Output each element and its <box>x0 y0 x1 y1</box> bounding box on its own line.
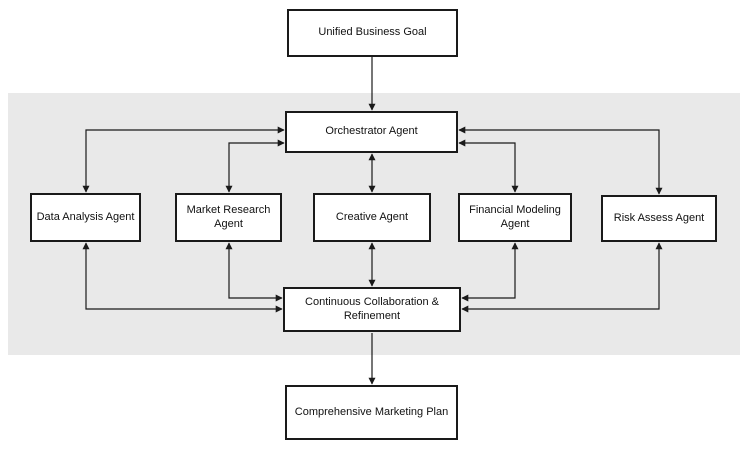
node-label: Financial Modeling Agent <box>469 204 561 230</box>
edge-orchestrator-risk-assess <box>458 126 663 195</box>
node-label: Market Research Agent <box>186 204 271 230</box>
edge-orchestrator-market-research <box>225 139 285 193</box>
node-comprehensive-marketing-plan: Comprehensive Marketing Plan <box>285 385 458 440</box>
node-creative-agent: Creative Agent <box>313 193 431 242</box>
edge-market-research-collaboration <box>225 242 283 302</box>
node-market-research-agent: Market Research Agent <box>175 193 282 242</box>
node-orchestrator-agent: Orchestrator Agent <box>285 111 458 153</box>
node-label: Comprehensive Marketing Plan <box>294 405 449 418</box>
node-label: Orchestrator Agent <box>325 125 418 138</box>
edge-data-analysis-collaboration <box>82 242 283 313</box>
edge-financial-modeling-collaboration <box>461 242 519 302</box>
edge-risk-assess-collaboration <box>461 242 663 313</box>
node-data-analysis-agent: Data Analysis Agent <box>30 193 141 242</box>
node-label: Unified Business Goal <box>318 26 427 39</box>
node-unified-business-goal: Unified Business Goal <box>287 9 458 57</box>
node-financial-modeling-agent: Financial Modeling Agent <box>458 193 572 242</box>
node-label: Risk Assess Agent <box>613 211 705 224</box>
node-risk-assess-agent: Risk Assess Agent <box>601 195 717 242</box>
edge-orchestrator-financial-modeling <box>458 139 519 193</box>
node-label: Continuous Collaboration & Refinement <box>305 296 439 322</box>
node-continuous-collaboration: Continuous Collaboration & Refinement <box>283 287 461 332</box>
node-label: Data Analysis Agent <box>36 210 135 223</box>
node-label: Creative Agent <box>335 210 409 223</box>
edge-orchestrator-data-analysis <box>82 126 285 193</box>
